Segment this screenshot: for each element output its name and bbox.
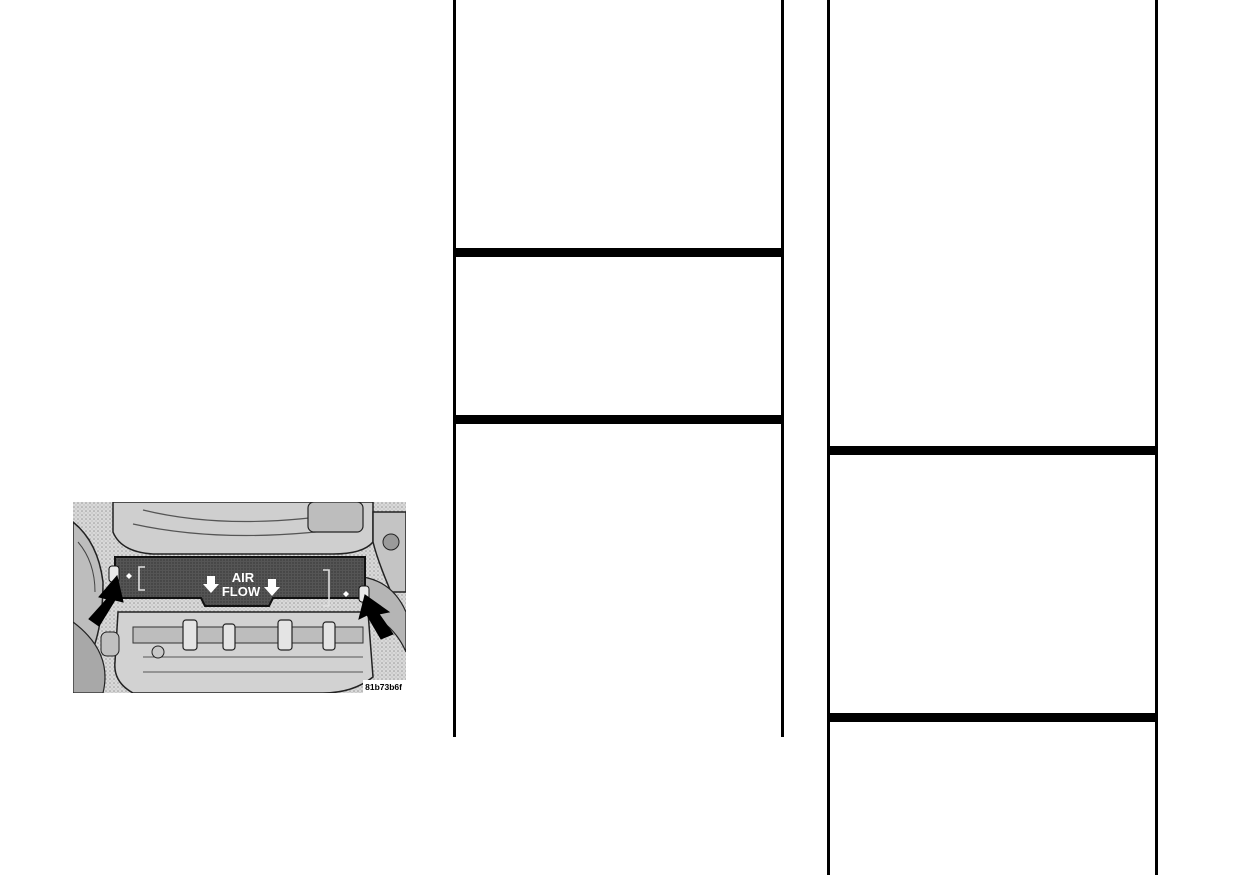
- middle-table-rule: [456, 248, 781, 257]
- middle-table: [453, 0, 784, 737]
- cover-label-air: AIR: [232, 570, 255, 585]
- right-table: [827, 0, 1158, 875]
- airflow-arrow-left-icon: [203, 576, 219, 593]
- right-table-rule: [830, 446, 1155, 455]
- pointer-arrow-left-icon: [88, 574, 124, 627]
- right-table-rule: [830, 713, 1155, 722]
- middle-table-cell: [456, 424, 781, 737]
- right-table-cell: [830, 722, 1155, 875]
- air-filter-drawing: AIR FLOW 81b73b6f: [73, 502, 406, 693]
- airflow-arrow-right-icon: [264, 579, 280, 596]
- right-table-cell: [830, 455, 1155, 713]
- middle-table-rule: [456, 415, 781, 424]
- cover-label-flow: FLOW: [222, 584, 261, 599]
- air-filter-illustration: AIR FLOW 81b73b6f: [73, 502, 406, 693]
- pointer-arrow-right-icon: [358, 594, 394, 640]
- right-table-cell: [830, 0, 1155, 446]
- filter-cover: [114, 556, 366, 607]
- right-pipe: [372, 511, 406, 593]
- image-code: 81b73b6f: [365, 682, 402, 692]
- middle-table-cell: [456, 257, 781, 415]
- middle-table-cell: [456, 0, 781, 248]
